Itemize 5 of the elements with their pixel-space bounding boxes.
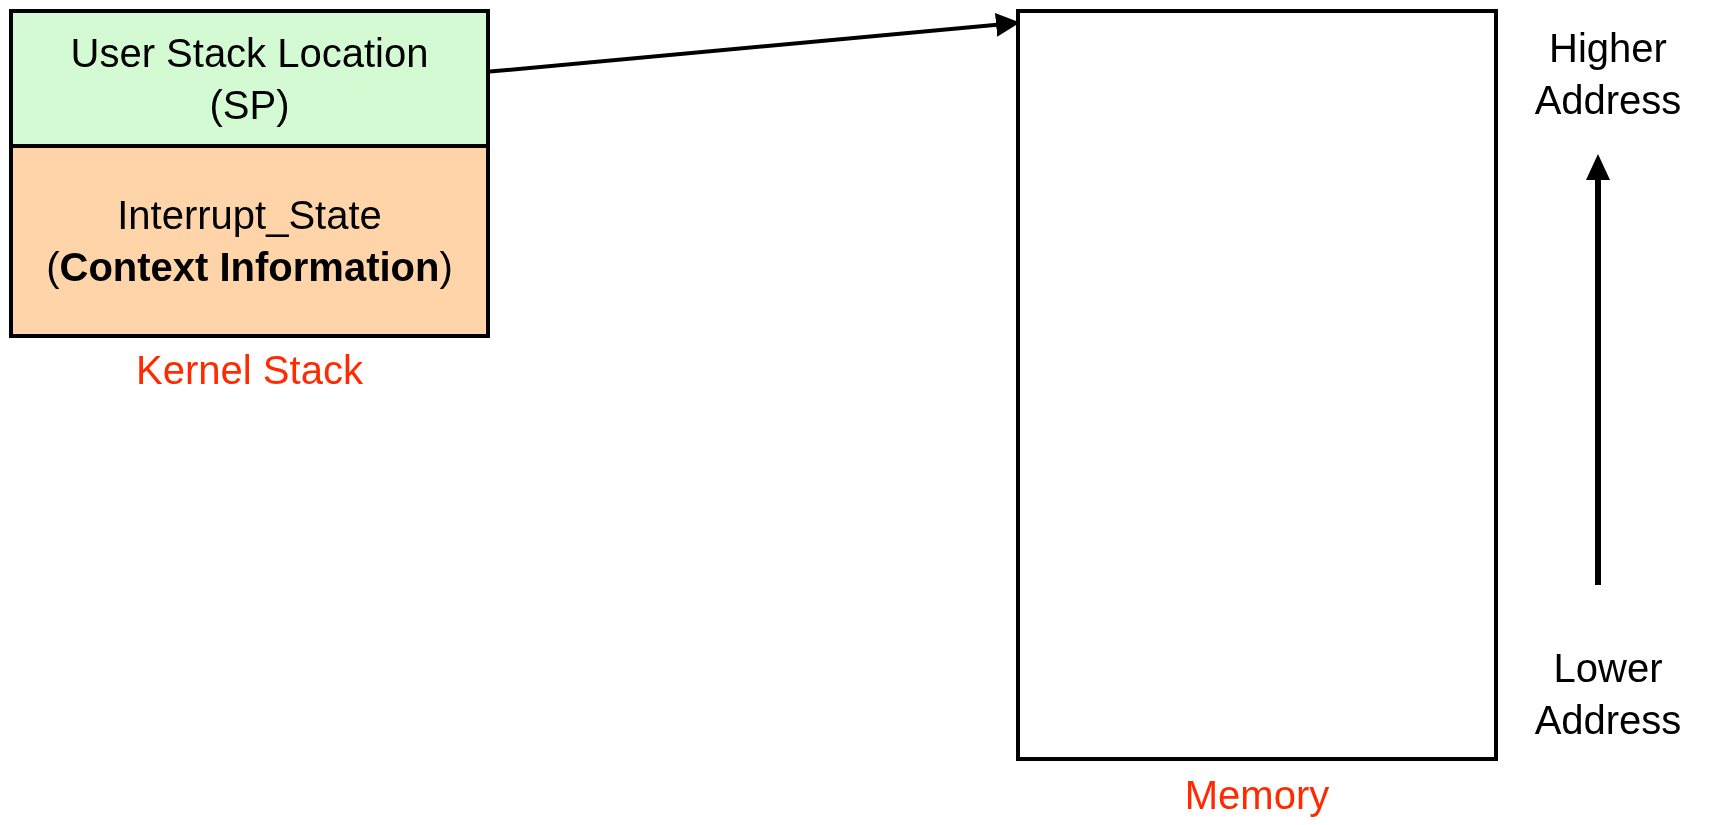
stack-caption: Kernel Stack — [135, 348, 364, 393]
memory-caption: Memory — [1183, 773, 1331, 818]
address-label: Higher Address — [1533, 25, 1683, 124]
memory-block — [1016, 9, 1498, 761]
address-label: Lower Address — [1533, 645, 1683, 744]
